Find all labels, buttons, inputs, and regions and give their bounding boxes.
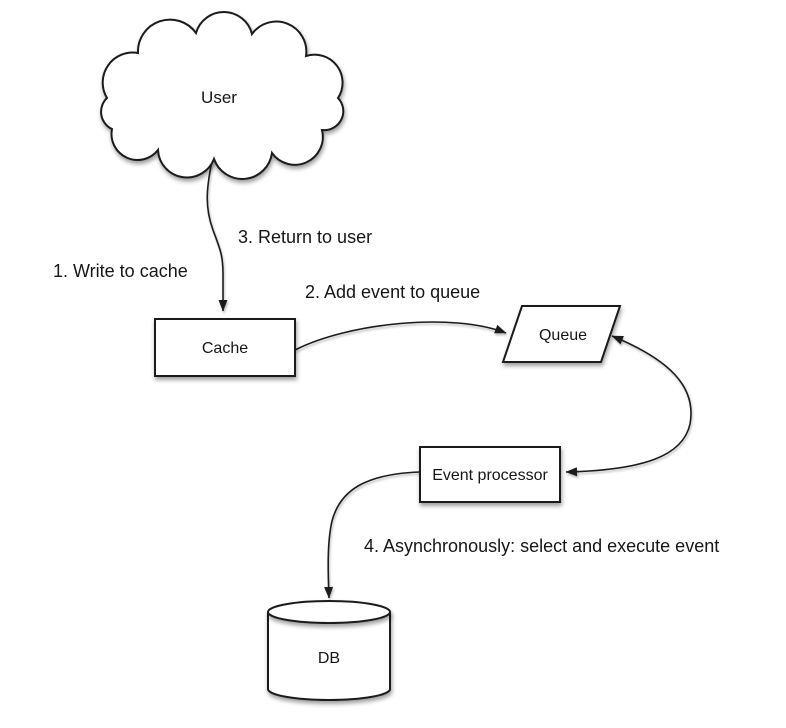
node-event-processor: Event processor: [419, 446, 561, 503]
cache-rect: [154, 318, 296, 377]
db-cylinder-body: [267, 612, 391, 701]
edge-user-to-cache: [206, 160, 228, 312]
cloud-shape: [100, 11, 345, 180]
edges-layer: [206, 160, 692, 599]
node-db-cylinder: DB: [267, 600, 391, 701]
step3-label: 3. Return to user: [238, 227, 372, 247]
event-processor-label: Event processor: [432, 467, 548, 484]
node-cache: Cache: [154, 318, 296, 377]
step4-label: 4. Asynchronously: select and execute ev…: [364, 536, 719, 556]
queue-label: Queue: [539, 327, 587, 344]
queue-parallelogram: [501, 305, 622, 363]
step2-label: 2. Add event to queue: [305, 282, 480, 302]
edge-queue-eventprocessor-bidirectional: [565, 335, 692, 477]
step1-label: 1. Write to cache: [53, 261, 188, 281]
event-processor-rect: [419, 446, 561, 503]
edge-cache-to-queue: [294, 321, 507, 351]
node-queue: Queue: [501, 305, 622, 363]
db-cylinder-top: [267, 600, 391, 624]
step-labels-layer: 1. Write to cache 3. Return to user 2. A…: [53, 227, 719, 556]
edge-eventprocessor-to-db: [324, 471, 421, 599]
node-user-cloud: User: [100, 11, 345, 180]
cache-label: Cache: [202, 340, 248, 357]
nodes-layer: User Cache Queue Event processor DB: [100, 11, 622, 701]
user-label: User: [201, 88, 237, 107]
db-label: DB: [318, 650, 340, 667]
